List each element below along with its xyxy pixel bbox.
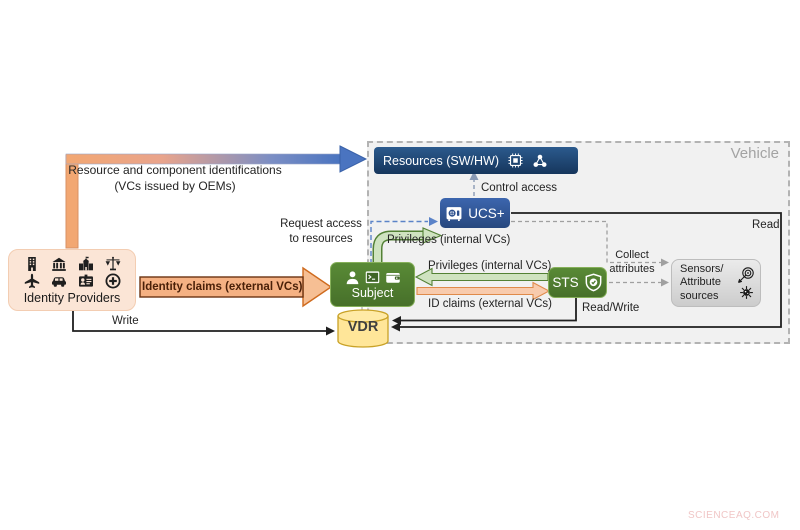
network-nodes-icon: [533, 154, 547, 167]
control-access-label: Control access: [481, 182, 558, 194]
ucs-label: UCS+: [468, 205, 505, 221]
office-building-icon: [27, 256, 36, 271]
write-label: Write: [112, 315, 139, 327]
shield-check-icon: [585, 273, 602, 292]
vdr-label: VDR: [347, 319, 379, 335]
subject-label: Subject: [351, 285, 394, 300]
privileges-ucs-label: Privileges (internal VCs): [387, 234, 511, 246]
wallet-icon: [385, 272, 400, 283]
school-icon: [78, 256, 93, 270]
id-claims-label: ID claims (external VCs): [428, 298, 552, 310]
privileges-sts-label: Privileges (internal VCs): [428, 260, 552, 272]
subject-node: Subject: [330, 262, 415, 307]
terminal-icon: [365, 270, 379, 283]
justice-scales-icon: [105, 256, 120, 270]
request-access-label: Request access to resources: [280, 218, 362, 245]
resources-node: Resources (SW/HW): [374, 147, 578, 174]
identity-providers-label: Identity Providers: [23, 290, 121, 305]
target-arrow-icon: [737, 267, 754, 284]
sensors-node: Sensors/ Attribute sources: [671, 259, 761, 307]
read-label: Read: [752, 219, 780, 231]
read-write-label: Read/Write: [582, 302, 640, 314]
id-card-icon: [78, 274, 93, 287]
safe-icon: [446, 206, 462, 221]
resources-label: Resources (SW/HW): [383, 153, 499, 168]
virus-bug-icon: [739, 286, 753, 299]
airplane-icon: [24, 273, 39, 288]
vehicle-label: Vehicle: [730, 145, 779, 162]
person-icon: [346, 270, 358, 284]
database-cylinder-icon: [337, 309, 389, 348]
sts-node: STS: [548, 267, 607, 298]
resource-ids-label: Resource and component identifications (…: [68, 163, 282, 193]
watermark: SCIENCEAQ.COM: [688, 510, 780, 521]
collect-attributes-label: Collect attributes: [609, 249, 655, 276]
car-icon: [51, 276, 66, 287]
vdr-node: VDR: [336, 309, 390, 348]
bank-icon: [51, 257, 66, 271]
ucs-node: UCS+: [440, 198, 510, 228]
chip-icon: [508, 153, 523, 168]
medical-cross-icon: [105, 273, 120, 288]
sts-label: STS: [552, 275, 579, 290]
identity-claims-label: Identity claims (external VCs): [142, 281, 303, 293]
sensors-label: Sensors/ Attribute sources: [680, 262, 724, 302]
identity-providers-node: Identity Providers: [8, 249, 136, 311]
